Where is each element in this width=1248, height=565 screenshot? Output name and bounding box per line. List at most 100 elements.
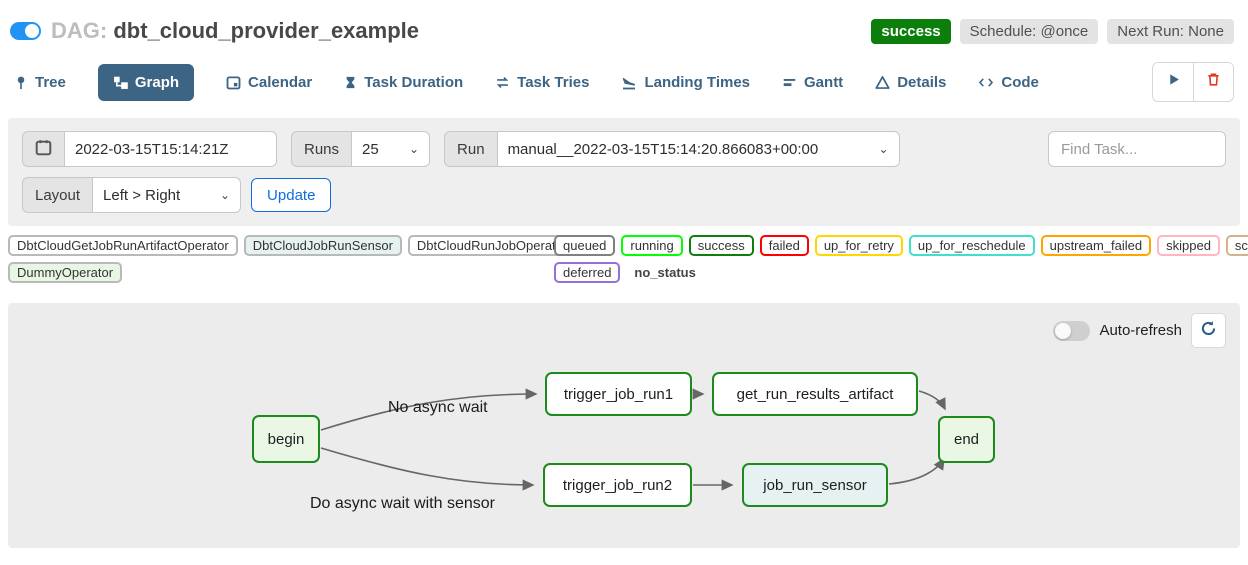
tab-calendar[interactable]: Calendar bbox=[226, 74, 312, 91]
page-title: DAG: dbt_cloud_provider_example bbox=[51, 18, 419, 44]
runs-label: Runs bbox=[291, 131, 353, 167]
refresh-button[interactable] bbox=[1191, 313, 1226, 348]
chevron-down-icon: ⌄ bbox=[878, 142, 889, 156]
legend-operator-badge[interactable]: DbtCloudGetJobRunArtifactOperator bbox=[8, 235, 238, 256]
tab-details[interactable]: Details bbox=[875, 74, 946, 91]
update-button[interactable]: Update bbox=[251, 178, 332, 212]
edge-begin-run1 bbox=[320, 388, 538, 431]
tree-icon bbox=[14, 75, 28, 90]
auto-refresh-label: Auto-refresh bbox=[1099, 322, 1182, 339]
graph-node-end[interactable]: end bbox=[938, 416, 995, 463]
tab-gantt[interactable]: Gantt bbox=[782, 74, 843, 91]
graph-node-get_run_results_artifact[interactable]: get_run_results_artifact bbox=[712, 372, 918, 416]
repeat-icon bbox=[495, 75, 510, 90]
calendar-addon[interactable] bbox=[22, 131, 65, 167]
next-run-badge: Next Run: None bbox=[1107, 18, 1234, 44]
code-icon bbox=[978, 75, 994, 90]
status-badge: success bbox=[871, 18, 951, 44]
graph-filter-panel: Runs 25 ⌄ Run manual__2022-03-15T15:14:2… bbox=[8, 118, 1240, 226]
auto-refresh-controls: Auto-refresh bbox=[1053, 313, 1226, 348]
edge-artifact-end bbox=[918, 390, 946, 411]
legend-operator-badge[interactable]: DbtCloudRunJobOperator bbox=[407, 235, 577, 256]
chevron-down-icon: ⌄ bbox=[219, 188, 231, 202]
tab-code[interactable]: Code bbox=[978, 74, 1039, 91]
tab-label: Details bbox=[897, 73, 947, 91]
find-task-input[interactable] bbox=[1048, 131, 1226, 167]
filter-row-1: Runs 25 ⌄ Run manual__2022-03-15T15:14:2… bbox=[22, 131, 1226, 167]
tab-tree[interactable]: Tree bbox=[14, 74, 66, 91]
legend-status-badge[interactable]: scheduled bbox=[1225, 235, 1248, 256]
landing-icon bbox=[621, 75, 637, 90]
layout-label: Layout bbox=[22, 177, 94, 213]
edge-begin-run2 bbox=[320, 447, 535, 491]
dag-pause-toggle[interactable] bbox=[10, 22, 41, 40]
legend-status-badge[interactable]: upstream_failed bbox=[1040, 235, 1152, 256]
runs-count-select[interactable]: 25 ⌄ bbox=[352, 131, 431, 167]
graph-icon bbox=[113, 75, 128, 90]
trigger-dag-button[interactable] bbox=[1153, 63, 1193, 101]
header-badges: success Schedule: @once Next Run: None bbox=[871, 18, 1234, 44]
schedule-badge[interactable]: Schedule: @once bbox=[959, 18, 1099, 44]
legend-status-badge[interactable]: up_for_retry bbox=[814, 235, 903, 256]
execution-date-input[interactable] bbox=[65, 131, 277, 167]
legend-operator-badge[interactable]: DbtCloudJobRunSensor bbox=[243, 235, 402, 256]
auto-refresh-toggle[interactable] bbox=[1053, 320, 1091, 341]
execution-date-group bbox=[22, 131, 277, 167]
legend-operator-badge[interactable]: DummyOperator bbox=[8, 262, 123, 283]
tab-label: Task Tries bbox=[517, 73, 590, 91]
graph-node-job_run_sensor[interactable]: job_run_sensor bbox=[742, 463, 888, 507]
play-icon bbox=[1166, 72, 1181, 92]
legend-status-badge[interactable]: up_for_reschedule bbox=[908, 235, 1035, 256]
runs-count-value: 25 bbox=[362, 140, 379, 158]
tab-label: Task Duration bbox=[364, 73, 464, 91]
refresh-icon bbox=[1200, 320, 1217, 342]
tab-label: Landing Times bbox=[644, 73, 751, 91]
legend-status-badge[interactable]: deferred bbox=[554, 262, 621, 283]
tab-task-tries[interactable]: Task Tries bbox=[495, 74, 589, 91]
graph-node-begin[interactable]: begin bbox=[252, 415, 320, 463]
tab-graph[interactable]: Graph bbox=[97, 63, 195, 101]
tab-landing-times[interactable]: Landing Times bbox=[621, 74, 750, 91]
filter-row-2: Layout Left > Right ⌄ Update bbox=[22, 177, 1226, 213]
legend-status-badge[interactable]: skipped bbox=[1157, 235, 1220, 256]
graph-node-trigger_job_run1[interactable]: trigger_job_run1 bbox=[545, 372, 692, 416]
legend-no-status-label: no_status bbox=[634, 265, 696, 280]
tab-task-duration[interactable]: Task Duration bbox=[344, 74, 463, 91]
runs-group: Runs 25 ⌄ bbox=[291, 131, 431, 167]
edge-sensor-end bbox=[888, 457, 945, 485]
gantt-icon bbox=[782, 75, 797, 90]
layout-select[interactable]: Left > Right ⌄ bbox=[93, 177, 242, 213]
chevron-down-icon: ⌄ bbox=[408, 142, 420, 156]
edge-label: Do async wait with sensor bbox=[310, 495, 495, 512]
legend-operator-row: DummyOperator bbox=[8, 262, 554, 283]
triangle-icon bbox=[875, 75, 890, 90]
tab-bar: Tree Graph Calendar Task Duration Task Tries… bbox=[0, 54, 1248, 112]
run-group: Run manual__2022-03-15T15:14:20.866083+0… bbox=[444, 131, 900, 167]
calendar-icon bbox=[226, 75, 241, 90]
legend-status-badge[interactable]: running bbox=[621, 235, 683, 256]
layout-group: Layout Left > Right ⌄ bbox=[22, 177, 242, 213]
dag-run-value: manual__2022-03-15T15:14:20.866083+00:00 bbox=[507, 140, 819, 158]
legend-status-badge[interactable]: success bbox=[688, 235, 754, 256]
legend-status-badge[interactable]: failed bbox=[759, 235, 809, 256]
toggle-knob bbox=[25, 24, 39, 38]
tab-label: Graph bbox=[134, 73, 180, 91]
view-tabs: Tree Graph Calendar Task Duration Task Tries… bbox=[14, 63, 1039, 101]
tab-label: Code bbox=[1001, 73, 1039, 91]
dag-header: DAG: dbt_cloud_provider_example success … bbox=[0, 0, 1248, 54]
layout-value: Left > Right bbox=[103, 186, 181, 204]
tab-label: Gantt bbox=[804, 73, 844, 91]
delete-dag-button[interactable] bbox=[1193, 63, 1233, 101]
dag-edges bbox=[320, 388, 946, 491]
dag-run-select[interactable]: manual__2022-03-15T15:14:20.866083+00:00… bbox=[497, 131, 900, 167]
tab-label: Calendar bbox=[248, 73, 313, 91]
legend-status-badge[interactable]: queued bbox=[554, 235, 616, 256]
hourglass-icon bbox=[344, 75, 357, 90]
trash-icon bbox=[1206, 72, 1221, 92]
graph-node-trigger_job_run2[interactable]: trigger_job_run2 bbox=[543, 463, 692, 507]
legend-status-row: deferred no_status bbox=[554, 262, 1248, 283]
